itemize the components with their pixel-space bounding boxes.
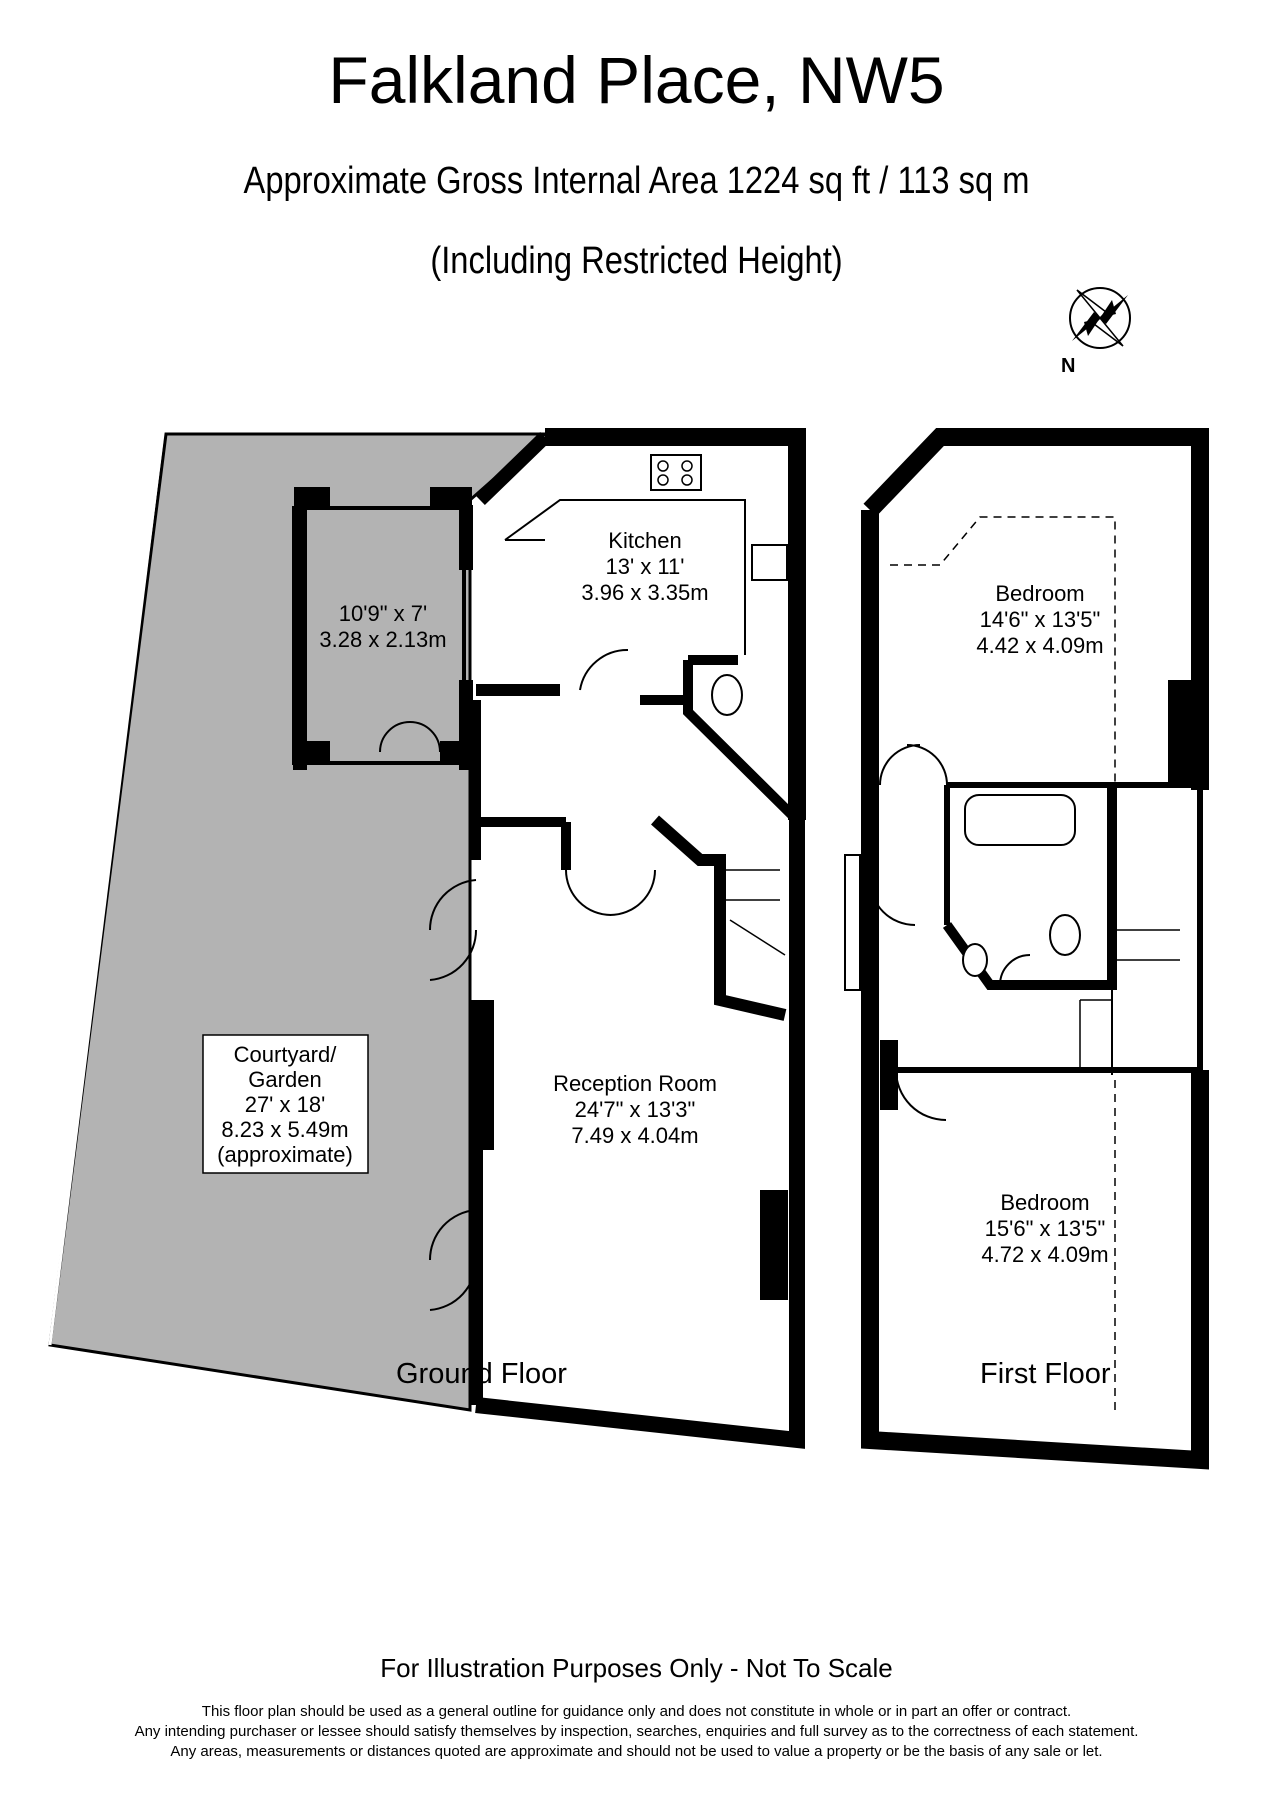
hob-icon	[650, 454, 702, 491]
store-imperial: 10'9" x 7'	[339, 601, 427, 626]
courtyard-metric: 8.23 x 5.49m	[221, 1117, 348, 1142]
courtyard-name-2: Garden	[248, 1067, 321, 1092]
bedroom1-name: Bedroom	[995, 581, 1084, 606]
bedroom2-name: Bedroom	[1000, 1190, 1089, 1215]
reception-name: Reception Room	[553, 1071, 717, 1096]
page-title: Falkland Place, NW5	[328, 43, 945, 117]
restricted-height-note: (Including Restricted Height)	[430, 240, 843, 282]
courtyard-imperial: 27' x 18'	[245, 1092, 326, 1117]
toilet-icon	[711, 674, 743, 716]
bedroom2-imperial: 15'6" x 13'5"	[985, 1216, 1106, 1241]
room-labels: Kitchen 13' x 11' 3.96 x 3.35m 10'9" x 7…	[202, 528, 1109, 1267]
window-icon	[844, 854, 861, 991]
kitchen-name: Kitchen	[608, 528, 681, 553]
bedroom2-metric: 4.72 x 4.09m	[981, 1242, 1108, 1267]
courtyard-note: (approximate)	[217, 1142, 353, 1167]
basin-icon	[962, 943, 988, 977]
bedroom1-imperial: 14'6" x 13'5"	[980, 607, 1101, 632]
store-metric: 3.28 x 2.13m	[319, 627, 446, 652]
kitchen-metric: 3.96 x 3.35m	[581, 580, 708, 605]
ground-floor-doors	[379, 648, 656, 1311]
courtyard-name-1: Courtyard/	[234, 1042, 338, 1067]
illustration-disclaimer: For Illustration Purposes Only - Not To …	[380, 1653, 893, 1683]
ground-floor-label: Ground Floor	[396, 1358, 567, 1390]
kitchen-imperial: 13' x 11'	[606, 554, 685, 579]
gross-area-text: Approximate Gross Internal Area 1224 sq …	[243, 160, 1030, 202]
compass-icon	[1069, 287, 1131, 349]
reception-imperial: 24'7" x 13'3"	[575, 1097, 696, 1122]
bedroom1-metric: 4.42 x 4.09m	[976, 633, 1103, 658]
disclaimer-line-1: This floor plan should be used as a gene…	[201, 1703, 1072, 1720]
sink-icon	[751, 544, 788, 581]
first-floor-doors	[869, 744, 1031, 1121]
ground-floor-walls	[292, 428, 806, 1449]
toilet-icon	[1049, 914, 1081, 956]
compass-north-label: N	[1061, 355, 1075, 377]
first-floor-label: First Floor	[980, 1358, 1111, 1390]
disclaimer-line-2: Any intending purchaser or lessee should…	[134, 1723, 1139, 1740]
reception-metric: 7.49 x 4.04m	[571, 1123, 698, 1148]
disclaimer-line-3: Any areas, measurements or distances quo…	[170, 1743, 1103, 1760]
